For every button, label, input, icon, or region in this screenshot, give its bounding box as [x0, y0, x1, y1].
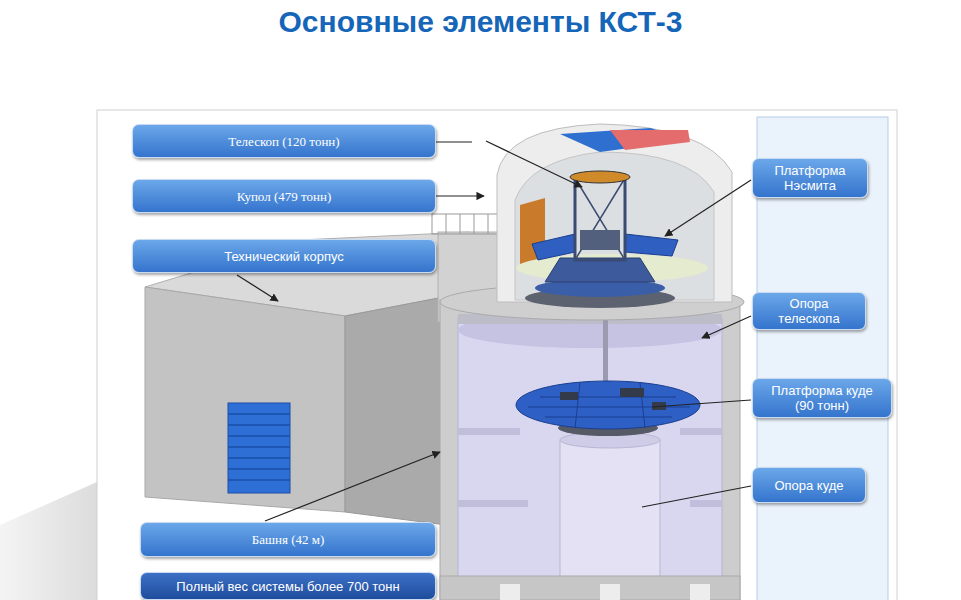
foundation-notch [600, 584, 620, 600]
louvre-window [228, 403, 290, 493]
callout-text: Телескоп (120 тонн) [228, 134, 339, 149]
callout-box: Платформа куде (90 тонн) [752, 378, 892, 418]
post [488, 214, 489, 234]
foundation-notch [690, 584, 710, 600]
nasmyth-platform [532, 234, 575, 260]
callout-text: Опора телескопа [761, 296, 857, 326]
coude-pier [560, 440, 660, 578]
floor-slab [680, 428, 722, 435]
slat [228, 446, 290, 448]
slat [228, 468, 290, 470]
callout-box: Опора куде [752, 467, 866, 503]
nasmyth-platform [625, 234, 678, 256]
tower-wall [440, 300, 740, 600]
callout-box: Платформа Нэсмита [752, 158, 868, 198]
leader-line [652, 400, 751, 407]
callout-text: Опора куде [774, 478, 843, 493]
slide-shadow [0, 482, 97, 600]
callout-text: Платформа Нэсмита [761, 163, 859, 193]
callout-box: Технический корпус [132, 239, 436, 273]
callout-box: Телескоп (120 тонн) [132, 124, 436, 158]
roof-railing [432, 214, 502, 234]
truss [575, 178, 625, 260]
post [460, 214, 461, 234]
grid-line [575, 383, 580, 428]
leader-line [702, 316, 751, 338]
slat [228, 435, 290, 437]
coude-shaft [603, 318, 608, 390]
louvre-slats [228, 414, 290, 480]
post [474, 214, 475, 234]
dome-shutter [560, 128, 690, 152]
telescope-tube [575, 178, 625, 260]
instrument [560, 392, 578, 400]
dome-interior [515, 152, 714, 300]
leader-line [642, 486, 751, 507]
leader-line [237, 275, 278, 301]
dome-shutter-red [610, 130, 690, 150]
image-frame [97, 110, 897, 600]
mirror-cell [580, 230, 620, 250]
leader-line [665, 180, 751, 236]
railing-posts [446, 214, 488, 234]
foundation [440, 576, 740, 600]
post [446, 214, 447, 234]
slat [228, 424, 290, 426]
callout-box: Опора телескопа [752, 292, 866, 330]
dome-shell [497, 124, 732, 302]
truss [575, 178, 625, 260]
leader-line [265, 452, 440, 521]
foundation-notch [500, 584, 520, 600]
leader-line [486, 141, 582, 187]
telescope-mount [545, 258, 655, 282]
floor-slab [690, 500, 722, 507]
slat [228, 479, 290, 481]
grid-line [545, 417, 672, 418]
top-ring [570, 171, 630, 183]
instrument [620, 388, 644, 397]
floor-slab [458, 500, 528, 507]
callout-text: Полный вес системы более 700 тонн [176, 579, 399, 594]
slat [228, 413, 290, 415]
tower-interior [458, 318, 722, 578]
slat [228, 457, 290, 459]
floor-slab [458, 428, 520, 435]
callout-text: Купол (479 тонн) [237, 189, 332, 204]
slide-title: Основные элементы КСТ-3 [0, 4, 961, 40]
building-front [145, 287, 345, 512]
callout-box: Башня (42 м) [140, 522, 436, 557]
callout-text: Платформа куде (90 тонн) [761, 383, 883, 413]
leader-lines [237, 141, 751, 521]
callout-text: Башня (42 м) [252, 532, 325, 547]
callout-box: Полный вес системы более 700 тонн [140, 572, 436, 600]
callout-text: Технический корпус [224, 249, 344, 264]
callout-box: Купол (479 тонн) [132, 179, 436, 213]
